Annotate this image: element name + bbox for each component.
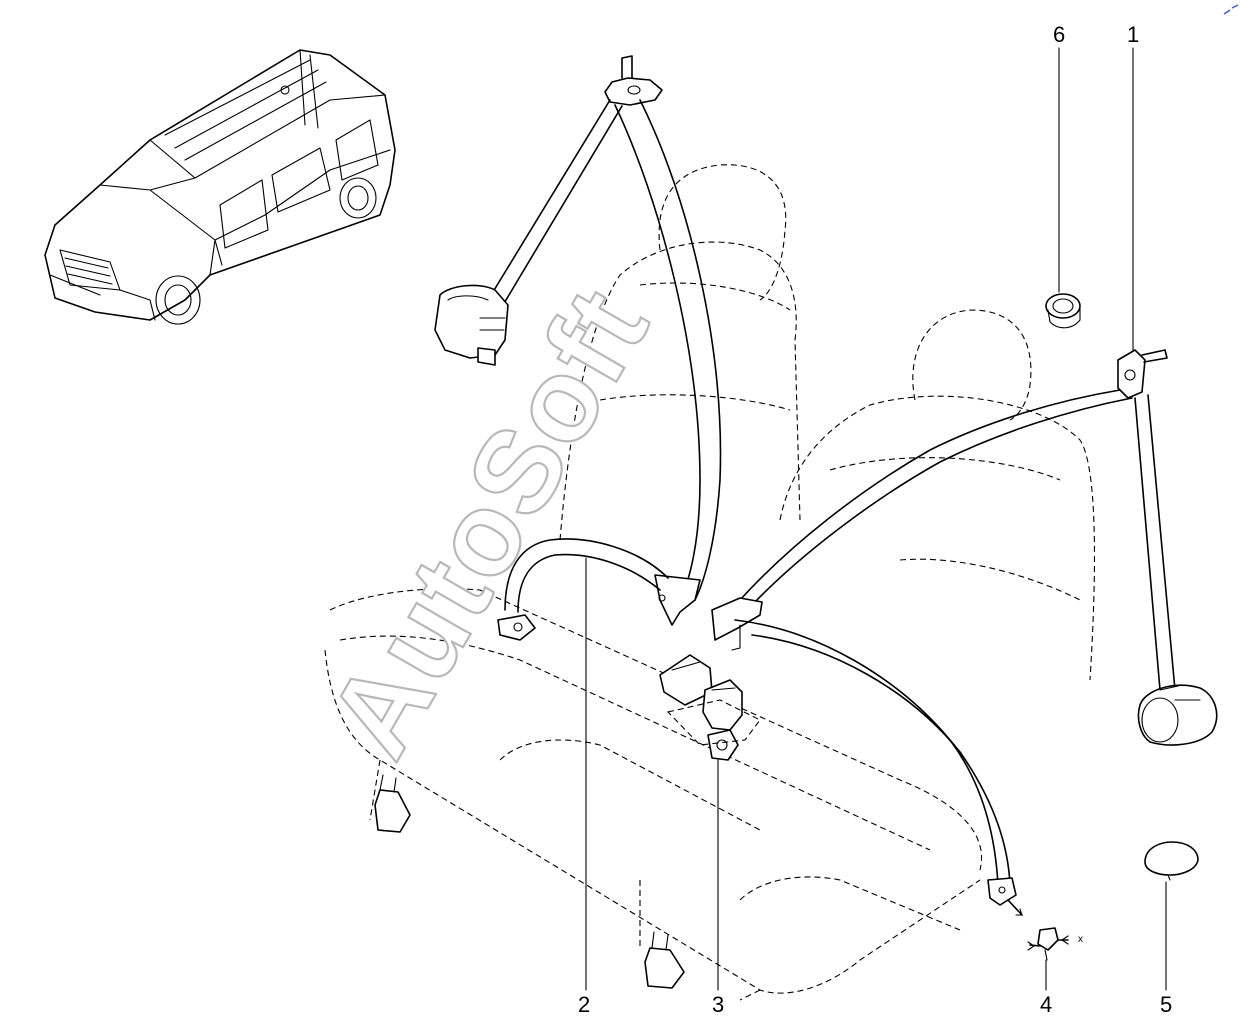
right-seat-belt	[711, 349, 1218, 906]
callout-4: 4	[1040, 992, 1052, 1017]
callout-1: 1	[1127, 22, 1139, 47]
car-thumbnail	[44, 49, 396, 325]
callout-3: 3	[712, 992, 724, 1017]
left-seat-belt	[434, 55, 722, 641]
callout-6: 6	[1053, 22, 1065, 47]
leader-lines	[585, 47, 1167, 991]
screw-axis-label: x	[1078, 934, 1083, 945]
ring-trim-part	[1045, 293, 1081, 329]
callout-5: 5	[1160, 992, 1172, 1017]
seat-foot-brackets	[374, 774, 685, 989]
callout-2: 2	[578, 992, 590, 1017]
screw-part: x	[1007, 899, 1083, 961]
cap-part	[1144, 841, 1199, 881]
centre-buckle-assembly	[659, 654, 761, 761]
corner-mark	[1223, 4, 1239, 15]
